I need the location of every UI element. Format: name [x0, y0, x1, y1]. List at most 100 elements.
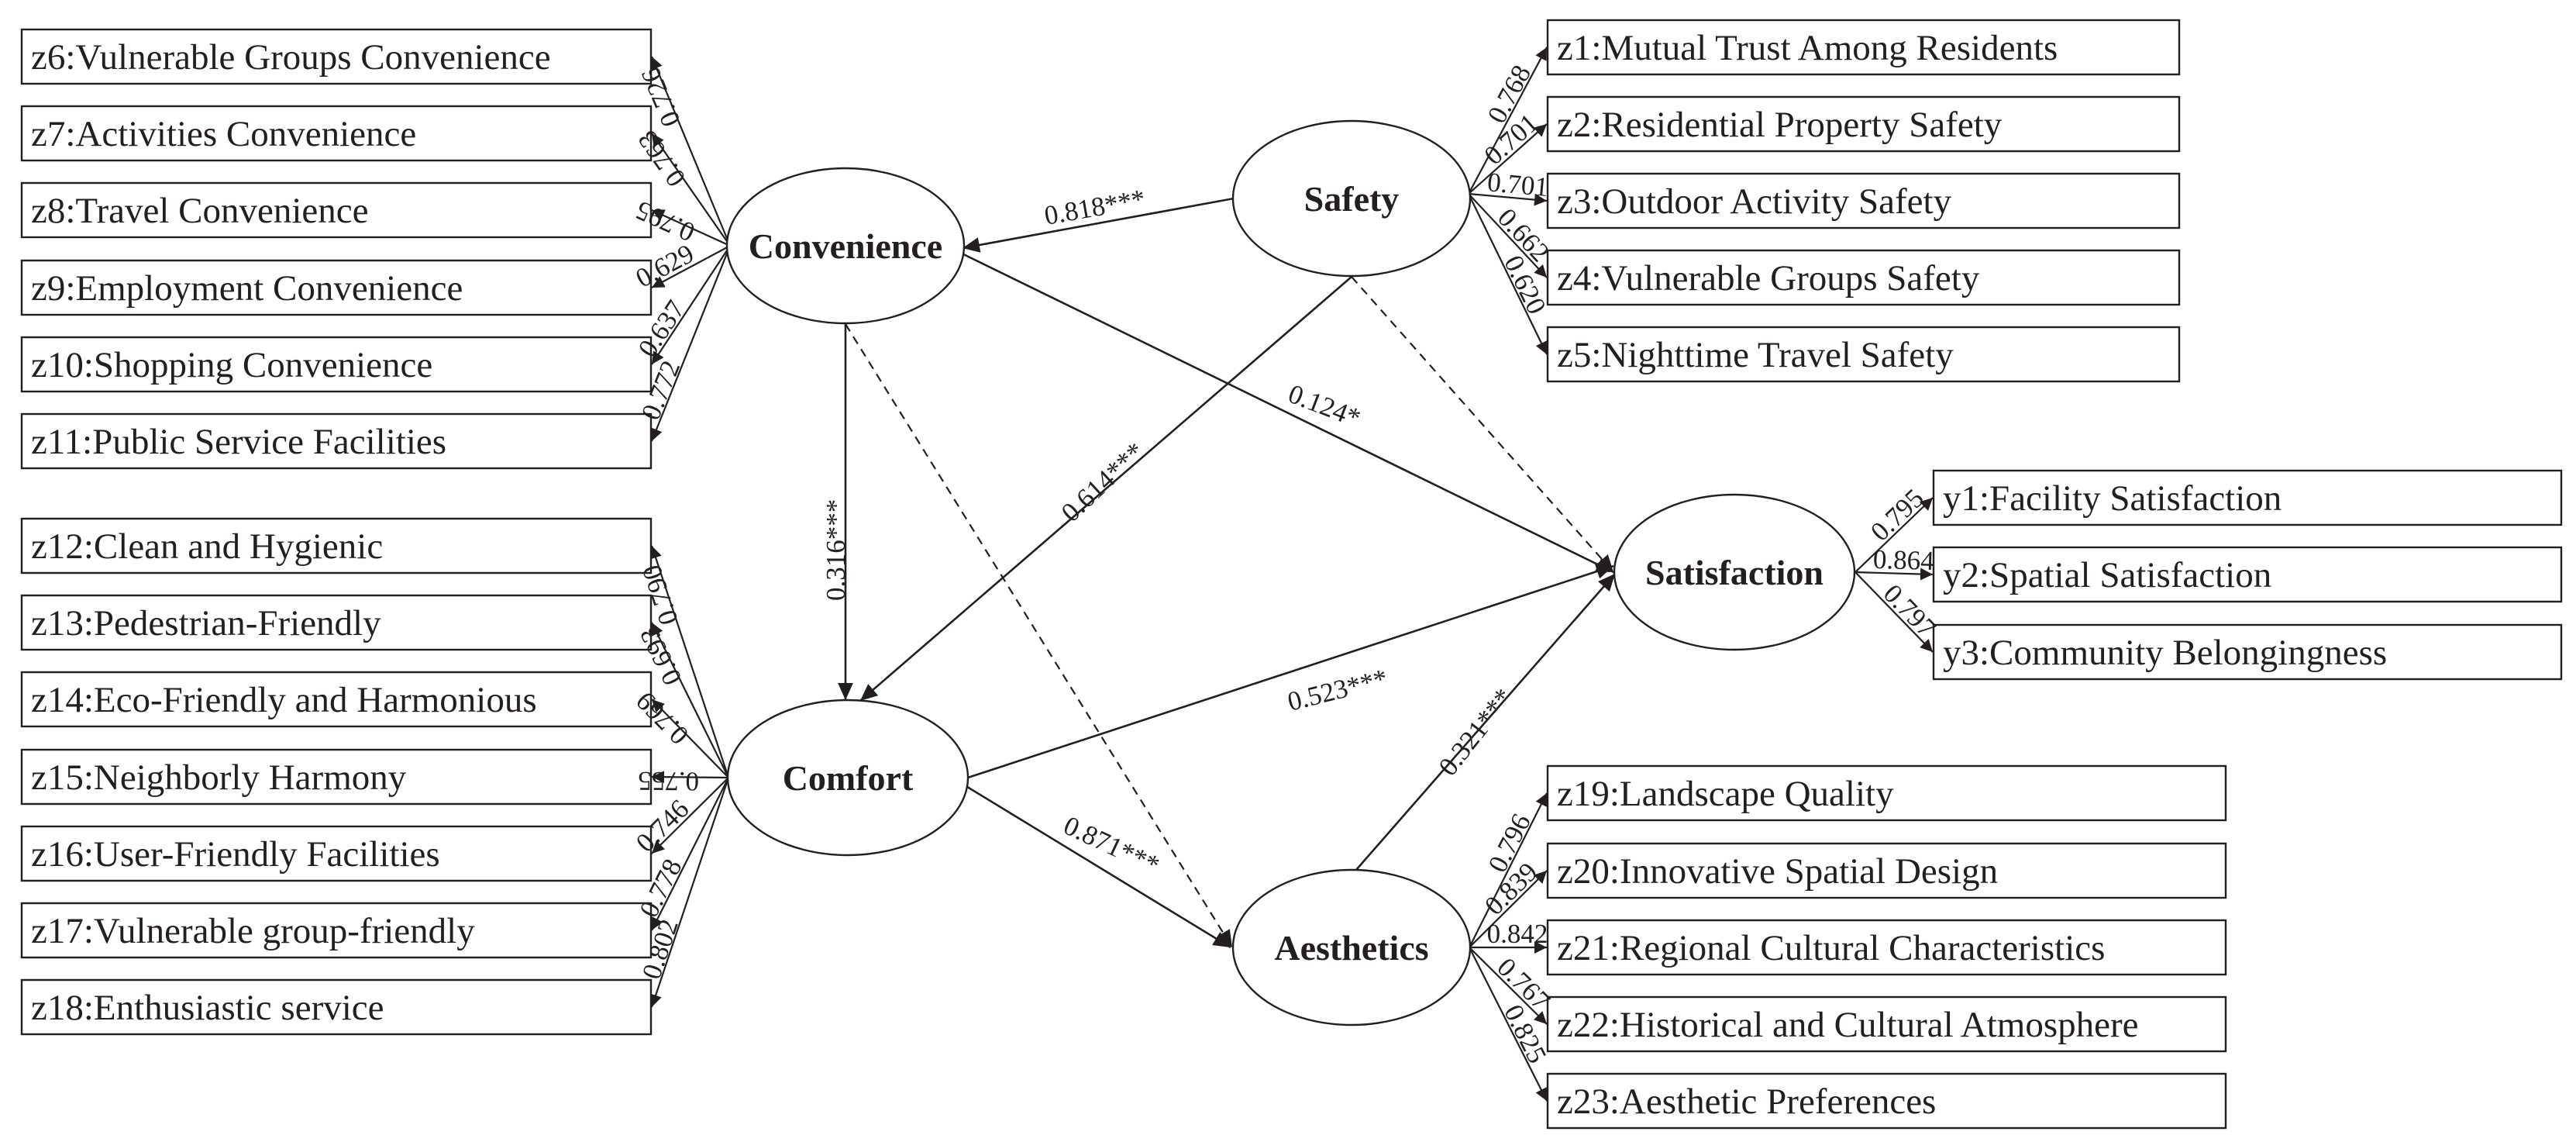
latent-satisfaction: Satisfaction: [1613, 493, 1856, 651]
satisfaction-item-2-label: y2:Spatial Satisfaction: [1943, 555, 2271, 595]
path-label-aesthetics-satisfaction: 0.321***: [1433, 682, 1520, 781]
convenience-item-1-loading-arrow: [650, 56, 732, 247]
satisfaction-item-1-loading-arrow: [1855, 497, 1934, 573]
path-label-comfort-satisfaction: 0.523***: [1285, 663, 1391, 717]
aesthetics-item-1-loading-arrow: [1469, 792, 1548, 948]
aesthetics-item-3-label: z21:Regional Cultural Characteristics: [1557, 928, 2105, 968]
latent-aesthetics-label: Aesthetics: [1274, 928, 1428, 968]
comfort-item-2-label: z13:Pedestrian-Friendly: [31, 603, 381, 643]
aesthetics-item-2-box: [1546, 842, 2227, 899]
comfort-item-1-box: [20, 517, 653, 574]
comfort-item-7-loading-arrow: [649, 777, 730, 1008]
safety-item-4-box: [1546, 249, 2181, 306]
latent-comfort-label: Comfort: [783, 758, 914, 798]
comfort-item-6-label: z17:Vulnerable group-friendly: [31, 911, 475, 951]
safety-item-2-box: [1546, 95, 2181, 153]
convenience-item-5-box: [20, 336, 653, 393]
satisfaction-item-3-box: [1932, 623, 2563, 681]
safety-item-1-loading-arrow: [1468, 47, 1548, 195]
path-convenience-satisfaction: [950, 247, 1614, 574]
path-label-convenience-satisfaction: 0.124*: [1284, 378, 1365, 433]
path-comfort-satisfaction: [967, 564, 1614, 779]
path-safety-satisfaction-ns: [1351, 276, 1614, 573]
convenience-item-6-label: z11:Public Service Facilities: [31, 422, 446, 462]
aesthetics-item-1-label: z19:Landscape Quality: [1557, 774, 1894, 814]
comfort-item-2-box: [20, 594, 653, 651]
comfort-item-4-loading: 0.755: [638, 766, 699, 797]
aesthetics-item-2-loading-arrow: [1469, 870, 1548, 948]
path-label-safety-comfort: 0.614***: [1056, 436, 1151, 528]
safety-item-5-box: [1546, 326, 2181, 383]
aesthetics-item-5-loading-arrow: [1469, 947, 1548, 1102]
comfort-item-5-label: z16:User-Friendly Facilities: [31, 834, 440, 875]
comfort-item-5-loading-arrow: [651, 777, 729, 854]
comfort-item-4-loading-arrow: [651, 771, 729, 784]
path-comfort-aesthetics: [960, 781, 1231, 949]
convenience-item-4-label: z9:Employment Convenience: [31, 268, 463, 309]
satisfaction-item-3-loading: 0.797: [1878, 578, 1942, 643]
aesthetics-item-5-box: [1546, 1072, 2227, 1130]
convenience-item-3-loading: 0.795: [632, 195, 700, 247]
comfort-item-7-label: z18:Enthusiastic service: [31, 988, 384, 1028]
safety-item-5-loading-arrow: [1468, 193, 1548, 355]
aesthetics-item-4-loading-arrow: [1469, 947, 1548, 1025]
path-safety-convenience: [962, 197, 1235, 253]
latent-safety: Safety: [1231, 119, 1472, 278]
latent-convenience-label: Convenience: [749, 226, 942, 266]
path-label-comfort-aesthetics: 0.871***: [1059, 810, 1164, 881]
aesthetics-item-5-label: z23:Aesthetic Preferences: [1557, 1082, 1936, 1122]
satisfaction-item-2-loading-arrow: [1855, 568, 1934, 581]
safety-item-1-label: z1:Mutual Trust Among Residents: [1557, 28, 2058, 68]
safety-item-5-label: z5:Nighttime Travel Safety: [1557, 335, 1954, 375]
convenience-item-4-loading-arrow: [651, 245, 731, 288]
satisfaction-item-1-loading: 0.795: [1865, 483, 1930, 547]
satisfaction-item-2-loading: 0.864: [1872, 544, 1934, 576]
comfort-item-1-label: z12:Clean and Hygienic: [31, 526, 383, 567]
convenience-item-6-loading-arrow: [650, 245, 732, 442]
latent-aesthetics: Aesthetics: [1231, 868, 1472, 1026]
comfort-item-3-loading-arrow: [651, 699, 729, 778]
aesthetics-item-5-loading: 0.825: [1498, 1000, 1552, 1068]
comfort-item-6-loading-arrow: [651, 777, 729, 931]
safety-item-5-loading: 0.620: [1498, 250, 1552, 319]
convenience-item-2-loading-arrow: [651, 133, 731, 247]
path-convenience-aesthetics-ns: [845, 323, 1233, 948]
comfort-item-4-label: z15:Neighborly Harmony: [31, 757, 407, 798]
comfort-item-7-box: [20, 978, 653, 1036]
convenience-item-3-label: z8:Travel Convenience: [31, 191, 369, 231]
comfort-item-5-box: [20, 825, 653, 882]
convenience-item-1-box: [20, 28, 653, 85]
satisfaction-item-1-label: y1:Facility Satisfaction: [1943, 478, 2282, 519]
aesthetics-item-4-box: [1546, 995, 2227, 1053]
path-safety-comfort: [859, 276, 1352, 702]
satisfaction-item-3-label: y3:Community Belongingness: [1943, 633, 2387, 673]
safety-item-3-loading: 0.701: [1486, 167, 1550, 202]
comfort-item-4-box: [20, 748, 653, 806]
safety-item-1-box: [1546, 19, 2181, 76]
convenience-item-1-label: z6:Vulnerable Groups Convenience: [31, 37, 551, 78]
convenience-item-3-box: [20, 181, 653, 239]
comfort-item-2-loading-arrow: [651, 622, 729, 778]
convenience-item-2-box: [20, 105, 653, 162]
aesthetics-item-4-label: z22:Historical and Cultural Atmosphere: [1557, 1005, 2139, 1045]
satisfaction-item-2-box: [1932, 546, 2563, 603]
safety-item-4-loading-arrow: [1468, 193, 1548, 278]
safety-item-2-loading-arrow: [1468, 123, 1548, 195]
satisfaction-item-1-box: [1932, 469, 2563, 526]
convenience-item-5-loading-arrow: [651, 245, 731, 365]
safety-item-3-box: [1546, 172, 2181, 229]
latent-comfort: Comfort: [726, 699, 969, 857]
comfort-item-1-loading-arrow: [649, 545, 730, 778]
safety-item-3-label: z3:Outdoor Activity Safety: [1557, 181, 1952, 222]
comfort-item-6-box: [20, 902, 653, 959]
aesthetics-item-3-loading: 0.842: [1487, 919, 1548, 949]
convenience-item-5-label: z10:Shopping Convenience: [31, 345, 432, 385]
latent-satisfaction-label: Satisfaction: [1645, 553, 1824, 592]
aesthetics-item-2-label: z20:Innovative Spatial Design: [1557, 851, 1998, 892]
latent-safety-label: Safety: [1304, 179, 1400, 219]
aesthetics-item-3-box: [1546, 919, 2227, 976]
aesthetics-item-1-box: [1546, 764, 2227, 822]
convenience-item-3-loading-arrow: [651, 209, 731, 247]
satisfaction-item-3-loading-arrow: [1855, 571, 1934, 653]
